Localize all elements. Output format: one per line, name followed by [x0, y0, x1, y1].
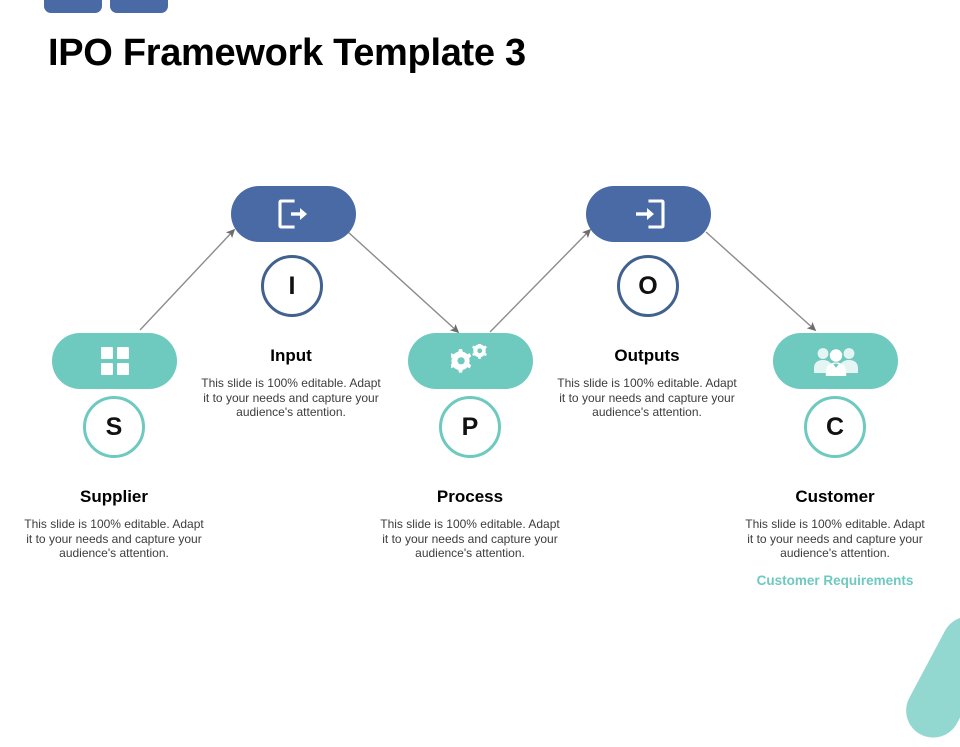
supplier-icon-pill[interactable]: [52, 333, 177, 389]
input-body: This slide is 100% editable. Adapt it to…: [201, 376, 381, 419]
supplier-letter-badge: S: [83, 396, 145, 458]
input-text-block: Input This slide is 100% editable. Adapt…: [201, 346, 381, 420]
connector-outputs-to-customer: [705, 231, 817, 332]
connector-input-to-process: [347, 231, 460, 334]
customer-heading: Customer: [795, 487, 875, 506]
page-title: IPO Framework Template 3: [48, 32, 526, 74]
outputs-letter: O: [638, 271, 658, 300]
supplier-body: This slide is 100% editable. Adapt it to…: [24, 517, 204, 560]
top-bar-right: [110, 0, 168, 13]
connector-process-to-outputs: [489, 228, 592, 333]
outputs-letter-badge: O: [617, 255, 679, 317]
outputs-body: This slide is 100% editable. Adapt it to…: [557, 376, 737, 419]
top-decoration-bars: [44, 0, 168, 13]
supplier-letter: S: [105, 412, 123, 441]
process-heading: Process: [436, 487, 504, 506]
process-icon-pill[interactable]: [408, 333, 533, 389]
input-heading: Input: [270, 346, 312, 365]
top-bar-left: [44, 0, 102, 13]
people-group-icon: [813, 345, 859, 377]
process-letter-badge: P: [439, 396, 501, 458]
export-arrow-icon: [277, 199, 311, 229]
outputs-icon-pill[interactable]: [586, 186, 711, 242]
customer-requirements-label: Customer Requirements: [756, 572, 914, 588]
outputs-heading: Outputs: [614, 346, 680, 365]
process-text-block: Process This slide is 100% editable. Ada…: [380, 487, 560, 561]
customer-text-block: Customer This slide is 100% editable. Ad…: [745, 487, 925, 590]
customer-icon-pill[interactable]: [773, 333, 898, 389]
connector-supplier-to-input: [139, 228, 236, 331]
supplier-heading: Supplier: [79, 487, 148, 506]
customer-letter: C: [825, 412, 845, 441]
customer-letter-badge: C: [804, 396, 866, 458]
import-arrow-icon: [632, 199, 666, 229]
process-body: This slide is 100% editable. Adapt it to…: [380, 517, 560, 560]
customer-body: This slide is 100% editable. Adapt it to…: [745, 517, 925, 560]
grid-icon: [100, 346, 130, 376]
corner-decoration-shape: [896, 606, 960, 747]
gears-icon: [450, 344, 491, 378]
supplier-text-block: Supplier This slide is 100% editable. Ad…: [24, 487, 204, 561]
process-letter: P: [461, 412, 479, 441]
outputs-text-block: Outputs This slide is 100% editable. Ada…: [557, 346, 737, 420]
input-letter: I: [288, 271, 296, 300]
input-letter-badge: I: [261, 255, 323, 317]
input-icon-pill[interactable]: [231, 186, 356, 242]
